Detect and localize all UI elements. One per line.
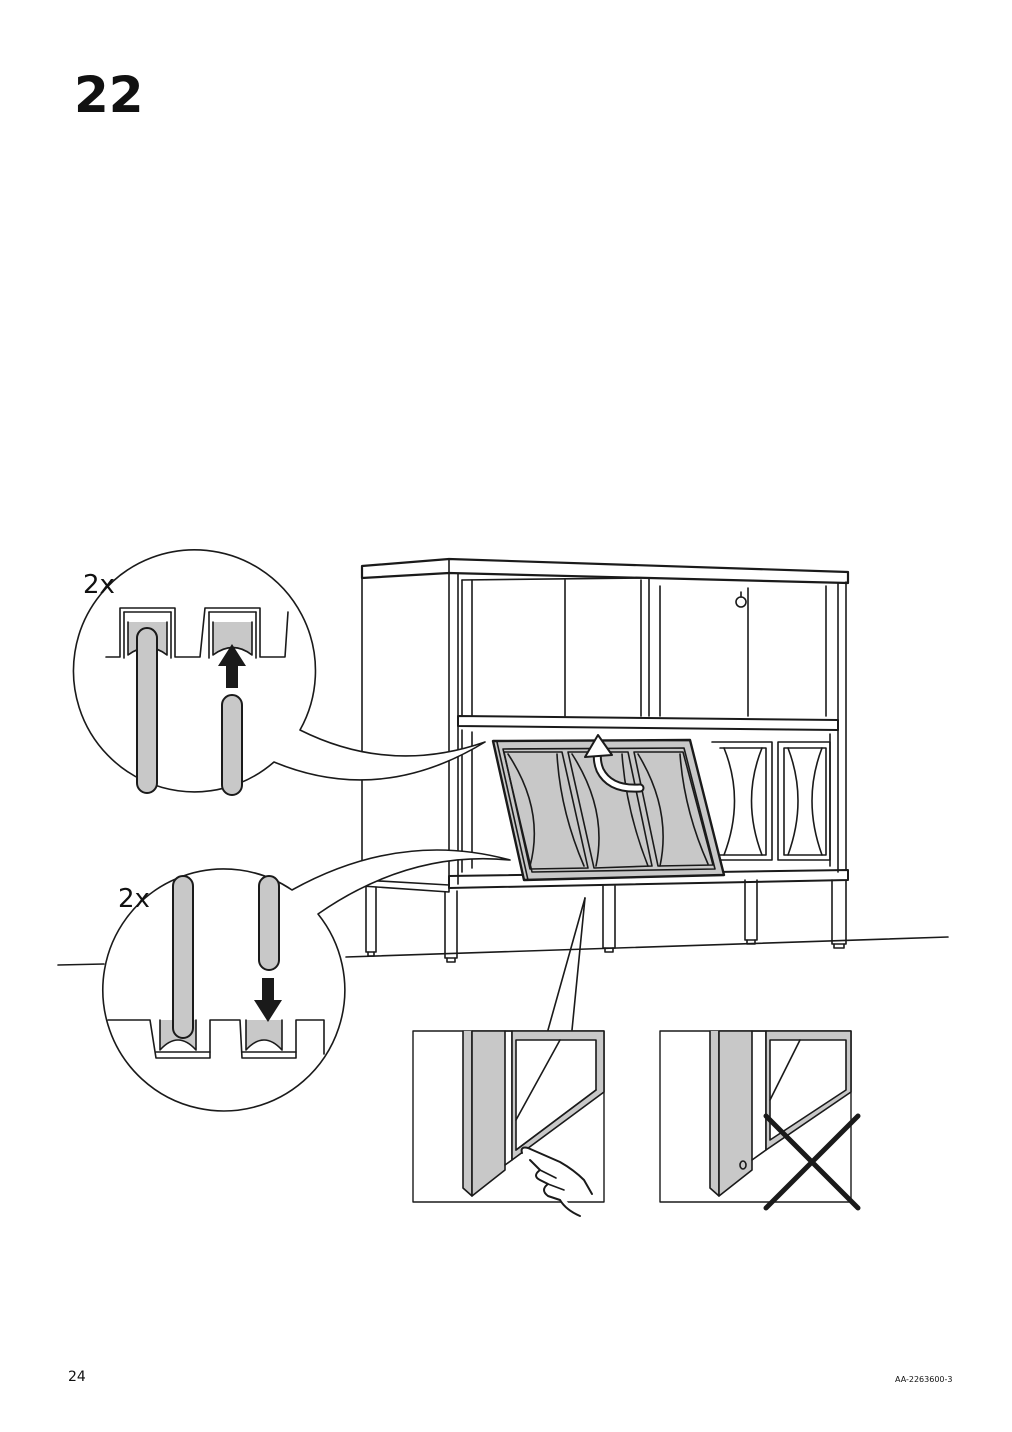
arrow-down-icon xyxy=(254,978,282,1022)
callout-pointers xyxy=(547,897,586,1031)
arrow-up-icon xyxy=(218,644,246,688)
floor-line xyxy=(57,936,949,966)
top-detail-callout xyxy=(72,549,486,796)
correct-detail-inset xyxy=(412,1030,605,1203)
curved-arrow-icon xyxy=(584,734,645,793)
bottom-quantity-label: 2x xyxy=(118,884,150,914)
document-code: AA-2263600-3 xyxy=(895,1375,953,1384)
page-number: 24 xyxy=(68,1369,86,1385)
bottom-detail-callout xyxy=(102,849,511,1112)
cross-mark-icon xyxy=(763,1113,861,1211)
pointing-hand-icon xyxy=(520,1146,593,1217)
door-panel xyxy=(491,738,726,882)
top-quantity-label: 2x xyxy=(83,570,115,600)
cabinet xyxy=(360,557,850,963)
incorrect-detail-inset xyxy=(659,1030,852,1203)
step-number: 22 xyxy=(74,66,144,124)
